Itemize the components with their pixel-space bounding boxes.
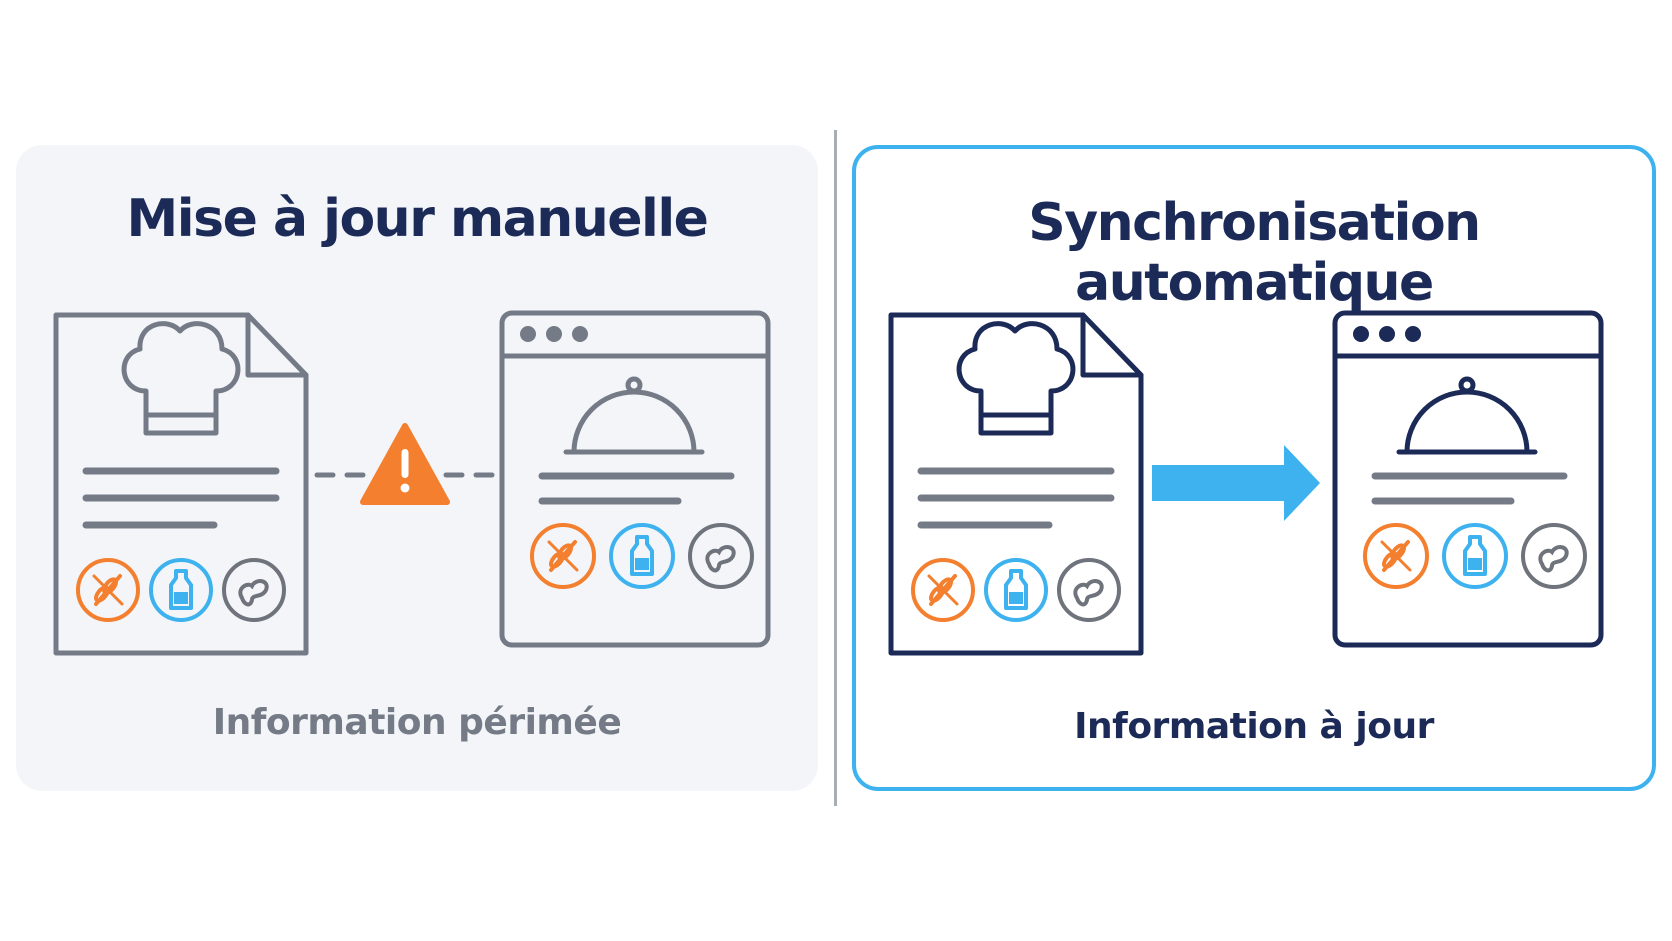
document-text-lines (917, 467, 1115, 529)
gluten-wheat-icon (911, 558, 975, 622)
manual-update-panel: Mise à jour manuelle (16, 145, 818, 791)
warning-icon (360, 423, 450, 505)
peanut-icon (222, 558, 286, 622)
panel-title: Mise à jour manuelle (126, 189, 709, 249)
panel-caption: Information à jour (1074, 706, 1434, 747)
panel-title: Synchronisation automatique (1028, 193, 1481, 313)
milk-bottle-icon (609, 523, 675, 589)
browser-window-icon (499, 310, 771, 648)
milk-bottle-icon (984, 558, 1048, 622)
browser-dots (520, 326, 588, 342)
milk-bottle-icon (1442, 523, 1508, 589)
browser-text-lines (538, 472, 735, 505)
gluten-wheat-icon (530, 523, 596, 589)
peanut-icon (1521, 523, 1587, 589)
chef-hat-icon (121, 321, 241, 436)
center-divider (834, 130, 837, 806)
browser-text-lines (1371, 472, 1568, 505)
chef-hat-icon (956, 321, 1076, 436)
automatic-sync-illustration (888, 310, 1604, 656)
peanut-icon (688, 523, 754, 589)
serving-cloche-icon (1396, 376, 1538, 455)
document-text-lines (82, 467, 280, 529)
peanut-icon (1057, 558, 1121, 622)
serving-cloche-icon (563, 376, 705, 455)
automatic-sync-panel: Synchronisation automatique (852, 145, 1656, 791)
arrow-right-icon (1152, 445, 1320, 521)
recipe-document-icon (888, 312, 1144, 656)
browser-dots (1353, 326, 1421, 342)
manual-update-illustration (53, 310, 771, 656)
gluten-wheat-icon (1363, 523, 1429, 589)
milk-bottle-icon (149, 558, 213, 622)
recipe-document-icon (53, 312, 309, 656)
panel-caption: Information périmée (212, 702, 622, 743)
gluten-wheat-icon (76, 558, 140, 622)
browser-window-icon (1332, 310, 1604, 648)
